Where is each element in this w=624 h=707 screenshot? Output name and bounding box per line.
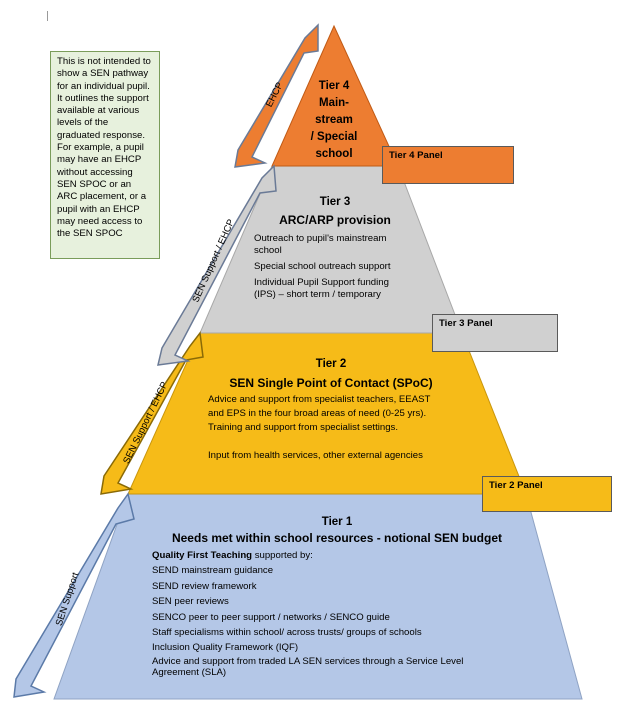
tier3-item: Outreach to pupil's mainstream [254,233,387,244]
tier1-item: SEND review framework [152,580,257,592]
tier4-line3: / Special [310,131,358,143]
tier4-line2: stream [315,114,353,126]
tier1-item: Staff specialisms within school/ across … [152,627,422,639]
tier4-line4: school [315,148,353,160]
tier1-list: Quality First Teaching supported by: SEN… [152,548,463,678]
tier1-item: SENCO peer to peer support / networks / … [152,611,390,623]
tier2-item: Advice and support from specialist teach… [208,394,431,405]
text-cursor [47,11,48,21]
tier1-item: SEND mainstream guidance [152,565,274,577]
arrow-ehcp [234,23,319,168]
tier2-item: Training and support from specialist set… [208,422,399,433]
tier3-item: (IPS) – short term / temporary [254,289,381,300]
tier1-title: Tier 1 [321,516,353,528]
tier3-title: Tier 3 [319,196,351,208]
tier2-list: Advice and support from specialist teach… [208,393,430,463]
disclaimer-note: This is not intended to show a SEN pathw… [50,51,160,259]
tier3-panel: Tier 3 Panel [432,314,558,352]
tier1-qft-bold: Quality First Teaching [152,550,253,561]
arrow-sen-support [13,492,135,698]
tier4-title: Tier 4 [318,80,350,92]
tier2-item: Input from health services, other extern… [208,450,423,461]
tier1-item: Advice and support from traded LA SEN se… [152,655,464,667]
tier3-item: school [254,245,282,256]
tier1-item: Agreement (SLA) [152,666,227,678]
tier2-subtitle: SEN Single Point of Contact (SPoC) [229,376,433,390]
tier3-item: Individual Pupil Support funding [254,277,389,288]
tier2-item: and EPS in the four broad areas of need … [208,408,427,419]
tier1-item: Inclusion Quality Framework (IQF) [152,642,299,654]
tier3-subtitle: ARC/ARP provision [279,213,391,227]
tier2-panel: Tier 2 Panel [482,476,612,512]
tier4-panel: Tier 4 Panel [382,146,514,184]
arrow-sen-support-ehcp-upper [157,164,277,366]
tier1-item: SEN peer reviews [152,596,229,608]
tier4-line1: Main- [318,97,350,109]
tier3-list: Outreach to pupil's mainstream school Sp… [254,233,391,301]
tier1-qft: Quality First Teaching supported by: [152,548,463,563]
tier1-qft-rest: supported by: [252,550,313,561]
tier1-subtitle: Needs met within school resources - noti… [171,531,503,545]
tier4-band [271,24,399,167]
tier3-item: Special school outreach support [254,261,391,272]
tier2-title: Tier 2 [315,358,347,370]
tier4-text: Tier 4 Main- stream / Special school [303,78,365,163]
